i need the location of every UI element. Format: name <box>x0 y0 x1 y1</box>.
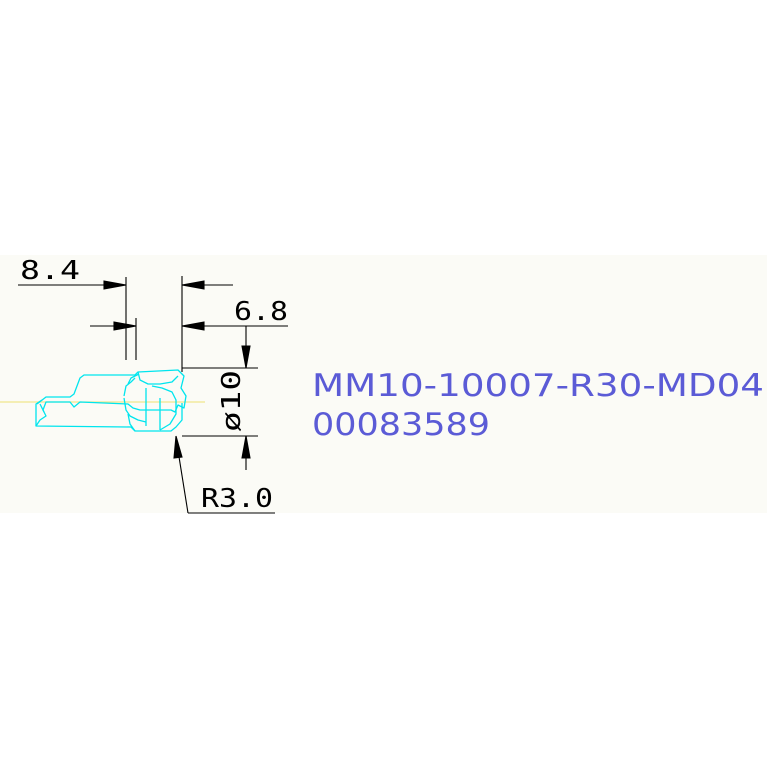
part-number: MM10-10007-R30-MD04 <box>312 368 764 404</box>
dim-6-8: 6.8 <box>234 297 288 327</box>
dim-radius-3-0: R3.0 <box>201 484 273 514</box>
dimension-lines <box>18 276 288 514</box>
dim-diameter-10: ø10 <box>217 370 247 432</box>
insert-profile <box>35 369 187 432</box>
item-code: 00083589 <box>312 407 490 443</box>
dim-8-4: 8.4 <box>20 256 80 286</box>
